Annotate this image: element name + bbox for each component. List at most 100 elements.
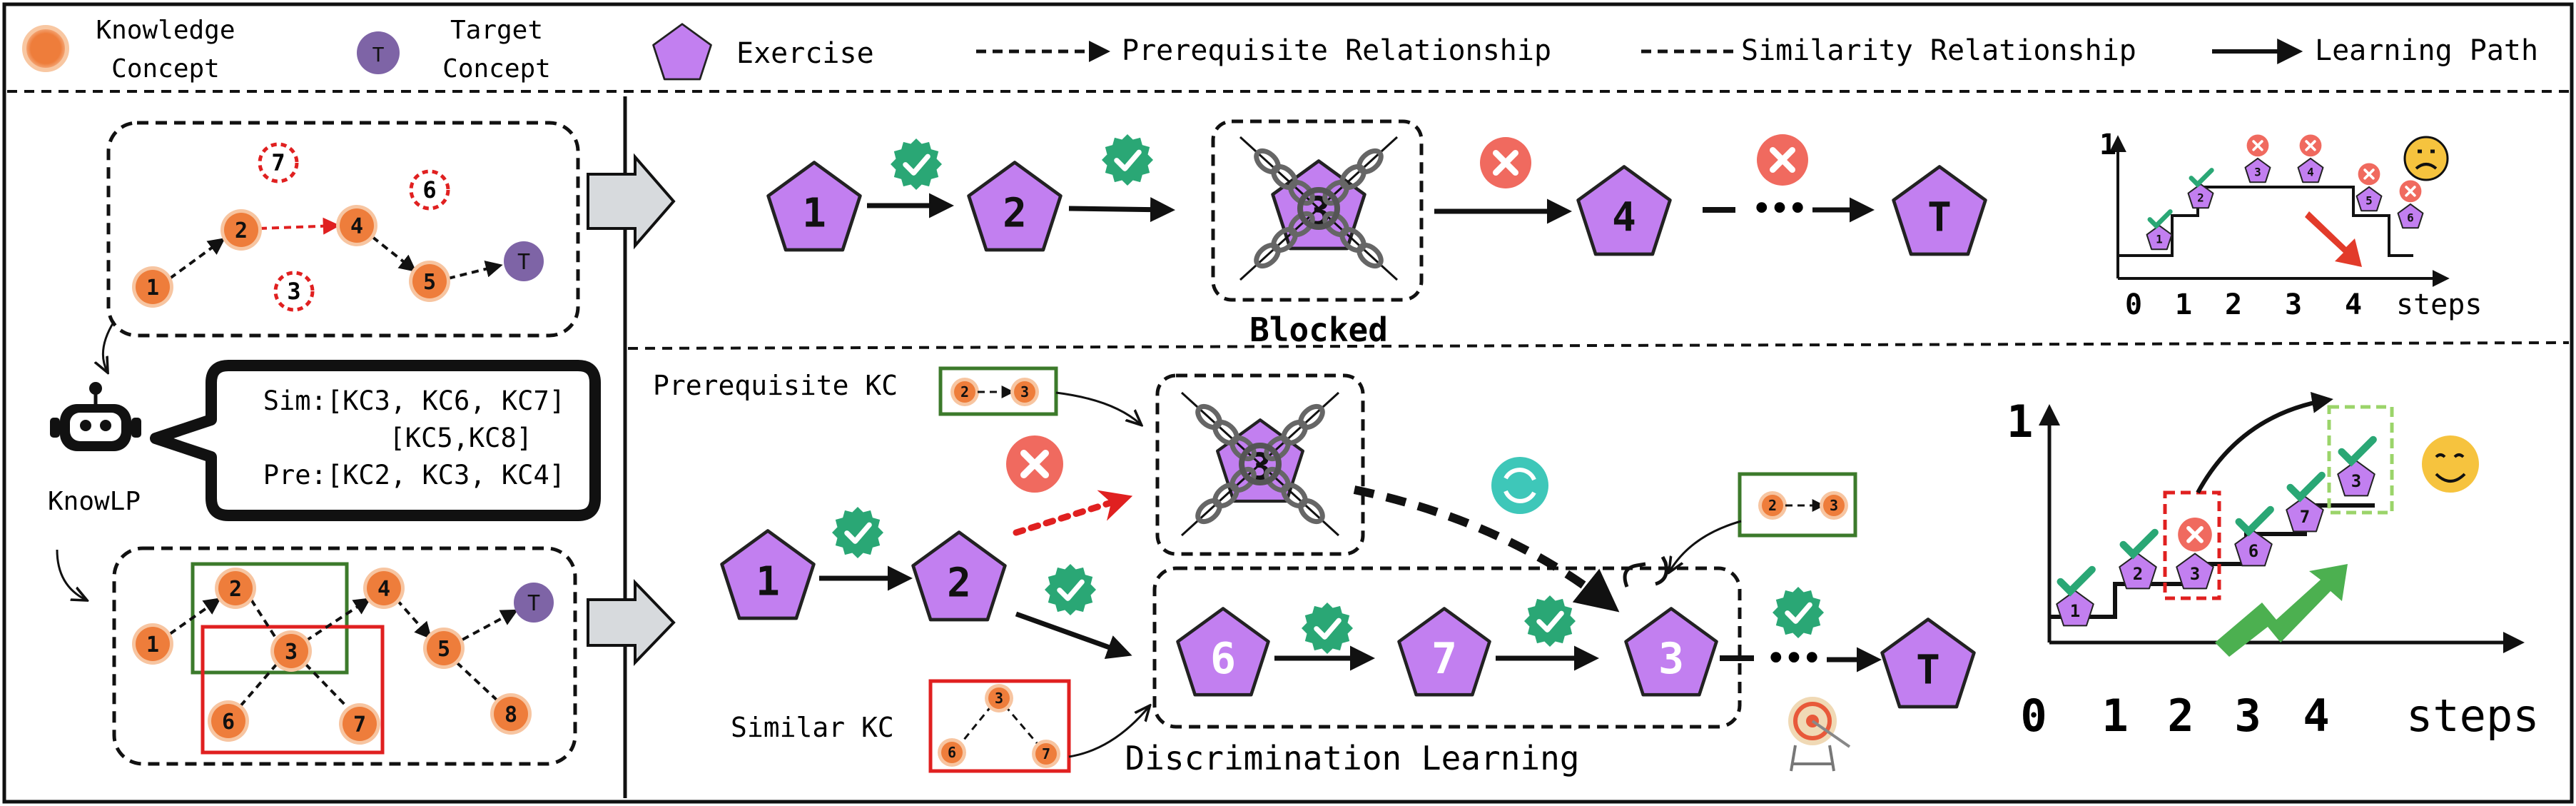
callout-kc-2-label: 2 xyxy=(1768,497,1777,514)
bot-chain-line2 xyxy=(1180,391,1340,537)
bubble-line-3: Pre:[KC2, KC3, KC4] xyxy=(263,460,565,490)
top-kc-3-label: 3 xyxy=(287,278,300,305)
top-chart-step-cross-2-mark xyxy=(2252,140,2263,151)
bot-kc-3-label: 3 xyxy=(285,640,298,665)
top-check-1 xyxy=(891,138,942,190)
legend-target-symbol: T xyxy=(372,43,385,66)
top-kc-1-label: 1 xyxy=(146,276,159,301)
top-cross-2-mark xyxy=(1770,147,1795,173)
similar-kc-7-label: 7 xyxy=(1042,745,1050,762)
top-chart-step-check-1 xyxy=(2189,168,2214,188)
top-kc-3 xyxy=(273,271,315,312)
callout-kc-2 xyxy=(1762,495,1783,516)
bot-arrow-2-disc xyxy=(1015,611,1132,660)
bottom-chart-step-check-1 xyxy=(2119,528,2159,560)
top-chart-step-ex-3 xyxy=(2297,157,2324,183)
top-cross-1-mark xyxy=(1493,150,1518,176)
disc-check-2-mark xyxy=(1536,610,1564,633)
top-kc-5 xyxy=(412,264,447,298)
bottom-chart-step-ex-1-label: 2 xyxy=(2133,564,2143,584)
bot-check-3-mark xyxy=(1785,602,1812,624)
top-arrow-2-3 xyxy=(1068,197,1175,223)
top-ex-T-label: T xyxy=(1927,195,1952,241)
disc-ex-3-label: 3 xyxy=(1658,634,1684,684)
disc-check-1-mark xyxy=(1314,618,1342,640)
bot-kc-6-label: 6 xyxy=(222,710,235,735)
top-kc-6-label: 6 xyxy=(422,176,436,203)
top-chain-link xyxy=(1288,211,1315,238)
top-kc-4-label: 4 xyxy=(350,214,363,239)
top-chart-step-check-0 xyxy=(2147,209,2173,229)
bot-chain-link xyxy=(1298,498,1325,525)
bottom-chart-step-ex-5 xyxy=(2337,460,2375,497)
legend-exercise-label: Exercise xyxy=(736,37,874,70)
disc-check-1 xyxy=(1302,603,1353,654)
bottom-chart-x-tick-3: 3 xyxy=(2234,690,2261,742)
bot-kc-5 xyxy=(427,631,461,665)
bottom-chart-step-check-0 xyxy=(2057,565,2096,597)
bot-kc-target xyxy=(514,583,554,623)
top-check-2 xyxy=(1102,134,1153,186)
bot-ex-2-label: 2 xyxy=(947,560,971,607)
legend-target-icon xyxy=(357,31,400,74)
refresh-icon xyxy=(1491,457,1548,514)
top-kc-7 xyxy=(258,142,299,183)
similar-highlight-box xyxy=(201,625,385,755)
top-graph-box xyxy=(106,121,580,338)
top-chart-y-label: 1 xyxy=(2099,129,2116,161)
target-icon-ring xyxy=(1793,702,1832,740)
bot-edge-5-8 xyxy=(455,661,501,704)
bot-check-1-mark xyxy=(844,522,872,544)
top-kc-target-label: T xyxy=(517,250,530,275)
bot-chain-link xyxy=(1298,403,1325,430)
top-chart-step-ex-0 xyxy=(2146,224,2173,251)
legend-sim-label: Similarity Relationship xyxy=(1741,34,2136,67)
bottom-chart-x-tick-4: 4 xyxy=(2303,690,2329,742)
bot-edge-3-7 xyxy=(304,663,351,711)
bot-edge-3-6 xyxy=(238,663,278,708)
bottom-chart-step-ex-4-label: 7 xyxy=(2300,507,2310,527)
similar-kc-label: Similar KC xyxy=(731,712,894,743)
similar-edge-2 xyxy=(1003,705,1039,745)
prereq-kc-label: Prerequisite KC xyxy=(653,370,898,401)
similar-kc-pointer xyxy=(1068,707,1149,758)
happy-face-mouth xyxy=(2435,473,2466,483)
legend-exercise-icon xyxy=(652,23,712,81)
bottom-chart-y-label: 1 xyxy=(2007,396,2033,448)
discrimination-label: Discrimination Learning xyxy=(1125,739,1580,777)
top-chart-x-tick-2: 2 xyxy=(2225,288,2242,321)
top-ex-4-label: 4 xyxy=(1612,195,1636,241)
bot-kc-8-label: 8 xyxy=(504,702,517,727)
similar-kc-3 xyxy=(988,687,1010,709)
top-chart-step-ex-2 xyxy=(2244,157,2271,183)
bottom-chart-step-ex-5-label: 3 xyxy=(2351,471,2361,491)
bottom-chart-step-ex-4 xyxy=(2286,495,2324,533)
top-to-agent-arrow xyxy=(103,321,116,371)
disc-ex-3 xyxy=(1624,607,1718,697)
top-ex-2 xyxy=(967,161,1063,252)
similar-kc-6 xyxy=(941,742,963,763)
happy-face-icon xyxy=(2422,435,2479,493)
bubble-line-2: [KC5,KC8] xyxy=(390,423,532,453)
bot-kc-1-label: 1 xyxy=(146,633,159,658)
prereq-kc-3 xyxy=(1014,381,1035,403)
target-icon-arrow xyxy=(1811,720,1851,748)
bot-kc-2 xyxy=(218,571,253,605)
top-kc-2 xyxy=(224,213,258,247)
top-kc-7-label: 7 xyxy=(271,149,285,176)
bot-kc-5-label: 5 xyxy=(437,637,450,662)
top-chart-x-tick-3: 3 xyxy=(2285,288,2302,321)
top-ex-1 xyxy=(766,161,862,252)
sad-face-mouth xyxy=(2415,163,2438,170)
bot-check-2-mark xyxy=(1057,579,1085,601)
prereq-kc-3-label: 3 xyxy=(1020,383,1029,401)
top-chain-link xyxy=(1357,148,1384,175)
top-chart-x-label: steps xyxy=(2396,288,2482,321)
